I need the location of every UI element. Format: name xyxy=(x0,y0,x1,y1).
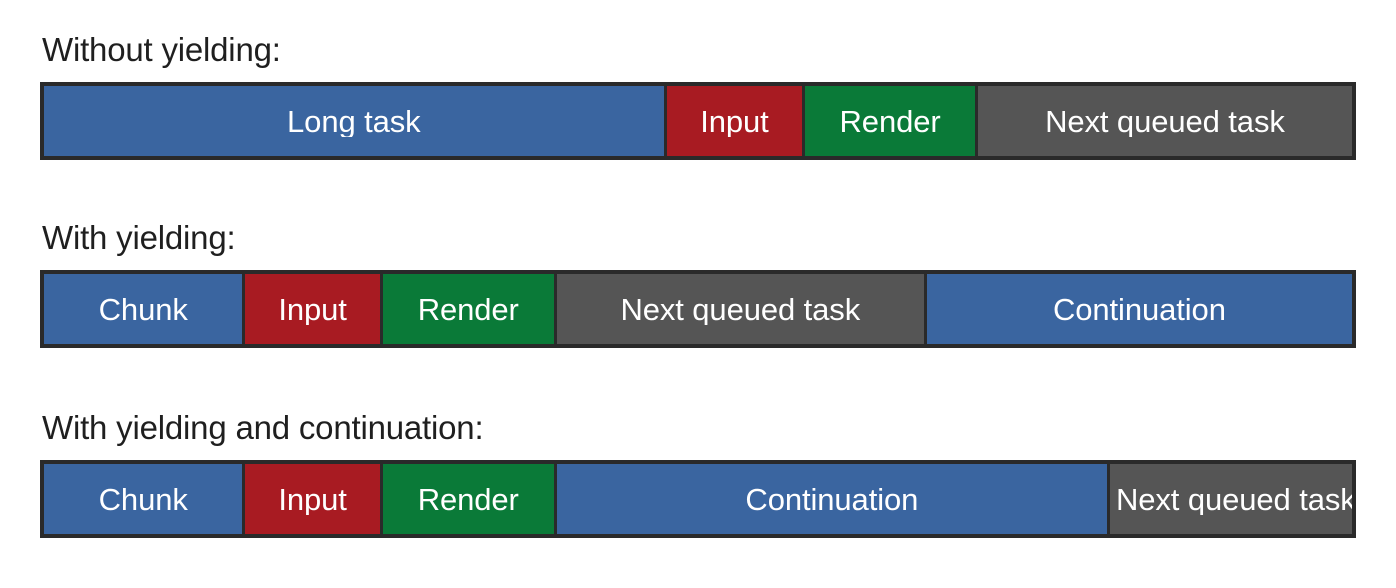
timeline-caption: With yielding and continuation: xyxy=(42,409,484,446)
timeline-segment-label: Render xyxy=(417,483,519,515)
timeline-group-without-yielding: Without yielding: Long task Input Render… xyxy=(40,30,1356,160)
timeline-segment-label: Input xyxy=(700,105,769,137)
timeline-segment-render: Render xyxy=(382,464,557,534)
timeline-segment-label: Next queued task xyxy=(1115,483,1352,515)
timeline-segment-long-task: Long task xyxy=(44,86,667,156)
timeline-caption: Without yielding: xyxy=(42,31,281,68)
timeline-segment-input: Input xyxy=(245,464,383,534)
timeline-segment-label: Long task xyxy=(287,105,421,137)
timeline-segment-next-queued-task: Next queued task xyxy=(977,86,1352,156)
timeline-segment-label: Next queued task xyxy=(620,293,861,325)
timeline-segment-chunk: Chunk xyxy=(44,274,246,344)
timeline-bar: Chunk Input Render Continuation Next que… xyxy=(40,460,1356,538)
timeline-segment-label: Chunk xyxy=(98,293,188,325)
timeline-segment-label: Chunk xyxy=(98,483,188,515)
timeline-segment-input: Input xyxy=(666,86,806,156)
timeline-group-with-yielding-and-continuation: With yielding and continuation: Chunk In… xyxy=(40,408,1356,538)
timeline-segment-label: Render xyxy=(839,105,941,137)
timeline-bar: Long task Input Render Next queued task xyxy=(40,82,1356,160)
timeline-segment-label: Input xyxy=(278,293,347,325)
timeline-segment-render: Render xyxy=(805,86,978,156)
timeline-segment-label: Input xyxy=(278,483,347,515)
timeline-group-with-yielding: With yielding: Chunk Input Render Next q… xyxy=(40,218,1356,348)
timeline-segment-next-queued-task: Next queued task xyxy=(1109,464,1352,534)
timeline-bar: Chunk Input Render Next queued task Cont… xyxy=(40,270,1356,348)
timeline-segment-continuation: Continuation xyxy=(926,274,1352,344)
timeline-segment-render: Render xyxy=(382,274,557,344)
timeline-segment-label: Continuation xyxy=(745,483,919,515)
timeline-segment-label: Render xyxy=(417,293,519,325)
timeline-caption: With yielding: xyxy=(42,219,236,256)
timeline-segment-chunk: Chunk xyxy=(44,464,246,534)
timeline-segment-next-queued-task: Next queued task xyxy=(556,274,927,344)
timeline-segment-input: Input xyxy=(245,274,383,344)
timeline-segment-continuation: Continuation xyxy=(556,464,1110,534)
timeline-segment-label: Next queued task xyxy=(1045,105,1285,137)
timeline-segment-label: Continuation xyxy=(1052,293,1226,325)
